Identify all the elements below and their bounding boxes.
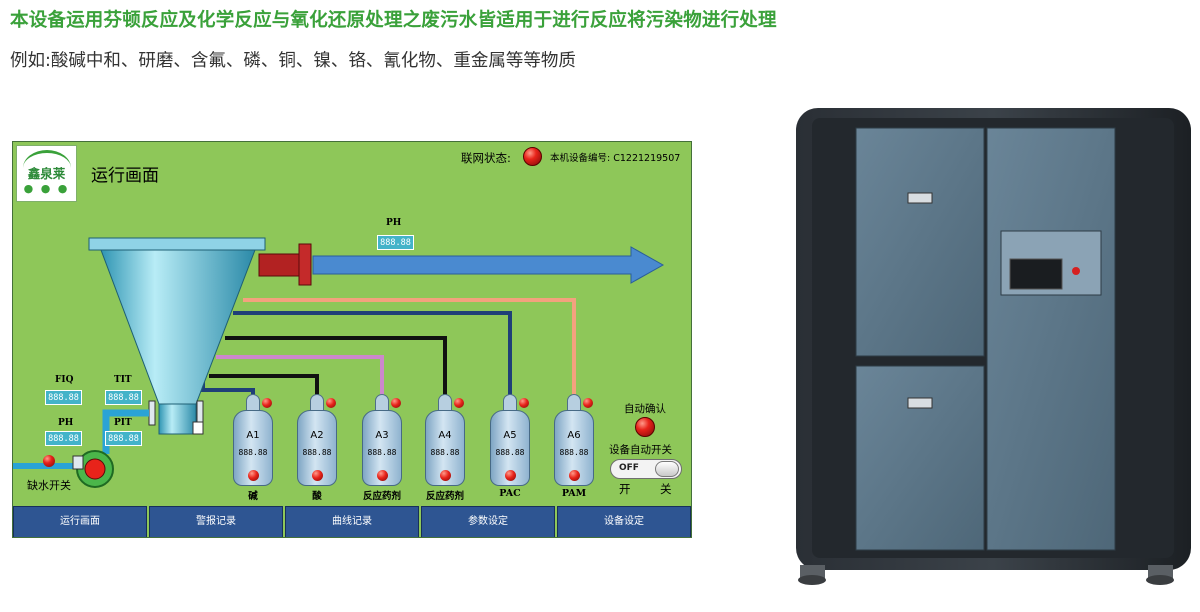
tank-a5-label: PAC: [499, 488, 521, 499]
process-diagram: [13, 237, 665, 488]
tank-a3[interactable]: A3 888.88: [362, 394, 402, 487]
cabinet-door-lower-left: [855, 365, 985, 551]
tank-value: 888.88: [559, 448, 589, 457]
tank-a6[interactable]: A6 888.88: [554, 394, 594, 487]
nav-parameters[interactable]: 参数设定: [421, 506, 555, 537]
nav-device-settings[interactable]: 设备设定: [557, 506, 691, 537]
auto-switch-toggle[interactable]: OFF: [610, 459, 682, 479]
tank-value: 888.88: [367, 448, 397, 457]
switch-off-label: 关: [660, 482, 672, 496]
tank-name: A3: [375, 430, 389, 441]
ph-top-value: 888.88: [377, 235, 414, 250]
tank-name: A6: [567, 430, 581, 441]
network-status-lamp: [523, 147, 542, 166]
outlet-flange: [258, 253, 302, 277]
logo-drops-icon: ● ● ●: [23, 182, 70, 195]
headline: 本设备运用芬顿反应及化学反应与氧化还原处理之废污水皆适用于进行反应将污染物进行处…: [10, 10, 777, 31]
cabinet-door-upper-left: [855, 127, 985, 357]
hmi-screen: 鑫泉莱 ● ● ● 运行画面 联网状态: 本机设备编号: C1221219507: [12, 141, 692, 538]
page-title: 运行画面: [91, 166, 159, 186]
network-status-label: 联网状态:: [461, 151, 511, 165]
tank-value: 888.88: [495, 448, 525, 457]
fiq-value: 888.88: [45, 390, 82, 405]
pit-value: 888.88: [105, 431, 142, 446]
pipe-a5: [233, 311, 512, 404]
tank-status-lamp: [569, 470, 580, 481]
tank-status-lamp: [248, 470, 259, 481]
equipment-cabinet-image: [796, 108, 1191, 585]
tank-value: 888.88: [302, 448, 332, 457]
door-handle-icon: [907, 397, 933, 409]
hmi-touchscreen-icon: [1009, 258, 1063, 290]
nav-alarm-log[interactable]: 警报记录: [149, 506, 283, 537]
nav-run-screen[interactable]: 运行画面: [13, 506, 147, 537]
tank-status-lamp: [440, 470, 451, 481]
pipe-a3: [216, 355, 384, 404]
tank-name: A1: [246, 430, 260, 441]
tit-label: TIT: [114, 375, 132, 385]
tank-a1-label: 碱: [248, 491, 258, 502]
auto-switch-label: 设备自动开关: [609, 444, 672, 456]
tank-a1[interactable]: A1 888.88: [233, 394, 273, 487]
door-handle-icon: [907, 192, 933, 204]
water-shortage-lamp: [43, 455, 55, 467]
tank-status-lamp: [377, 470, 388, 481]
tank-a5[interactable]: A5 888.88: [490, 394, 530, 487]
ph-left-label: PH: [58, 418, 74, 428]
reactor-rim: [88, 237, 266, 251]
tank-value: 888.88: [238, 448, 268, 457]
toggle-knob: [655, 461, 679, 477]
toggle-state: OFF: [619, 463, 639, 473]
company-logo: 鑫泉莱 ● ● ●: [16, 145, 77, 202]
ph-top-label: PH: [386, 218, 402, 228]
tank-name: A2: [310, 430, 324, 441]
switch-on-label: 开: [619, 482, 631, 496]
tank-a4-label: 反应药剂: [425, 491, 464, 502]
bottom-nav: 运行画面 警报记录 曲线记录 参数设定 设备设定: [13, 506, 691, 537]
subline: 例如:酸碱中和、研磨、含氟、磷、铜、镍、铬、氰化物、重金属等等物质: [10, 51, 576, 71]
tank-a2-label: 酸: [312, 491, 322, 502]
cabinet-door-right: [986, 127, 1116, 551]
pipe-a6: [243, 298, 576, 404]
pipe-a4: [225, 336, 447, 404]
tank-status-lamp: [312, 470, 323, 481]
ph-left-value: 888.88: [45, 431, 82, 446]
tank-value: 888.88: [430, 448, 460, 457]
tank-status-lamp: [505, 470, 516, 481]
fiq-label: FIQ: [55, 375, 74, 385]
water-shortage-label: 缺水开关: [27, 479, 71, 492]
tank-a2[interactable]: A2 888.88: [297, 394, 337, 487]
tank-name: A4: [438, 430, 452, 441]
tank-a6-label: PAM: [561, 488, 587, 499]
logo-text: 鑫泉莱: [27, 166, 66, 181]
nav-trend-log[interactable]: 曲线记录: [285, 506, 419, 537]
tank-a3-label: 反应药剂: [362, 491, 401, 502]
tank-name: A5: [503, 430, 517, 441]
outflow-arrow-icon: [312, 246, 665, 284]
auto-confirm-button[interactable]: [635, 417, 655, 437]
tit-value: 888.88: [105, 390, 142, 405]
auto-confirm-label: 自动确认: [624, 403, 666, 415]
tank-a4[interactable]: A4 888.88: [425, 394, 465, 487]
device-id: 本机设备编号: C1221219507: [550, 153, 681, 164]
pit-label: PIT: [114, 418, 132, 428]
power-button-icon: [1072, 267, 1080, 275]
